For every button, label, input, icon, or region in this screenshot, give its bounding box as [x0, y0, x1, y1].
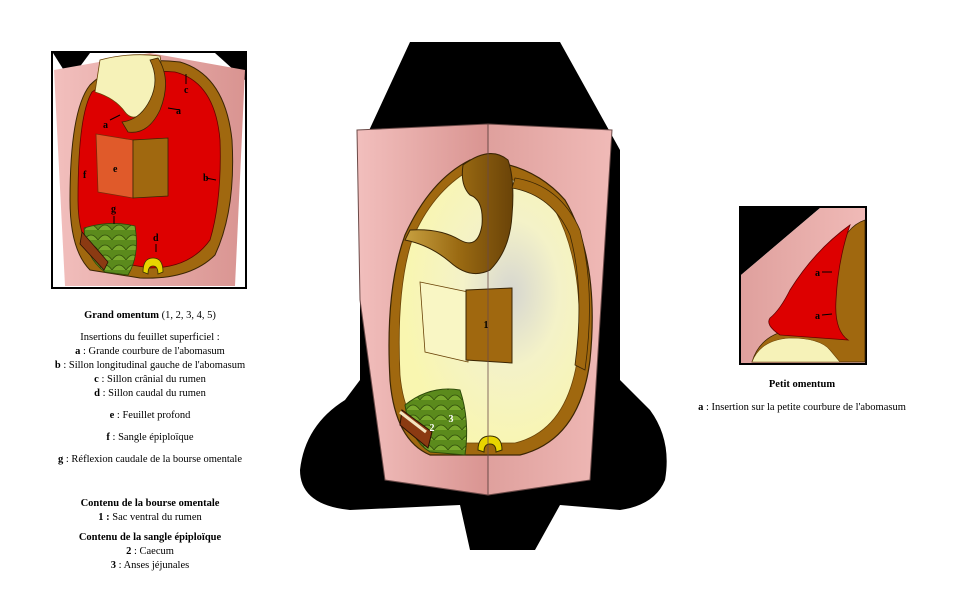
inset-left-label-b: b: [203, 173, 209, 184]
label-1: 1: [484, 320, 489, 331]
inset-left-label-f: f: [83, 170, 87, 181]
inset-left-label-e: e: [113, 164, 118, 175]
legend-sangle-item-2: 2 : Caecum: [126, 546, 174, 557]
inset-right-label-a1: a: [815, 268, 820, 279]
legend-left-title-refs: (1, 2, 3, 4, 5): [161, 310, 216, 321]
inset-grand-omentum: [51, 51, 247, 289]
legend-left-title: Grand omentum: [84, 310, 160, 321]
legend-item-c: c : Sillon crânial du rumen: [94, 374, 206, 385]
legend-bourse-item: 1 : Sac ventral du rumen: [98, 512, 202, 523]
legend-item-b: b : Sillon longitudinal gauche de l'abom…: [54, 360, 246, 371]
legend-item-g: g : Réflexion caudale de la bourse oment…: [58, 454, 242, 465]
legend-item-e: e : Feuillet profond: [109, 410, 191, 421]
inset-left-label-g: g: [111, 204, 116, 215]
legend-petit-item-a: a : Insertion sur la petite courbure de …: [698, 402, 906, 413]
legend-sangle-item-3: 3 : Anses jéjunales: [110, 560, 190, 571]
legend-bourse-title: Contenu de la bourse omentale: [80, 498, 220, 509]
label-2: 2: [430, 423, 435, 434]
legend-grand-omentum-title: Grand omentum (1, 2, 3, 4, 5): [30, 309, 270, 322]
inset-left-label-a1: a: [103, 120, 108, 131]
legend-item-a: a : Grande courbure de l'abomasum: [75, 346, 225, 357]
legend-insertions-header: Insertions du feuillet superficiel :: [80, 332, 220, 343]
label-3: 3: [449, 414, 454, 425]
legend-sangle-title: Contenu de la sangle épiploïque: [78, 532, 222, 543]
inset-left-label-c: c: [184, 85, 189, 96]
inset-left-label-d: d: [153, 233, 159, 244]
inset-petit-omentum: [739, 206, 867, 365]
legend-petit-omentum-title: Petit omentum: [768, 379, 836, 390]
legend-item-d: d : Sillon caudal du rumen: [94, 388, 206, 399]
inset-right-label-a2: a: [815, 311, 820, 322]
center-organs: [388, 124, 593, 495]
legend-item-f: f : Sangle épiploïque: [106, 432, 194, 443]
inset-left-label-a2: a: [176, 106, 181, 117]
